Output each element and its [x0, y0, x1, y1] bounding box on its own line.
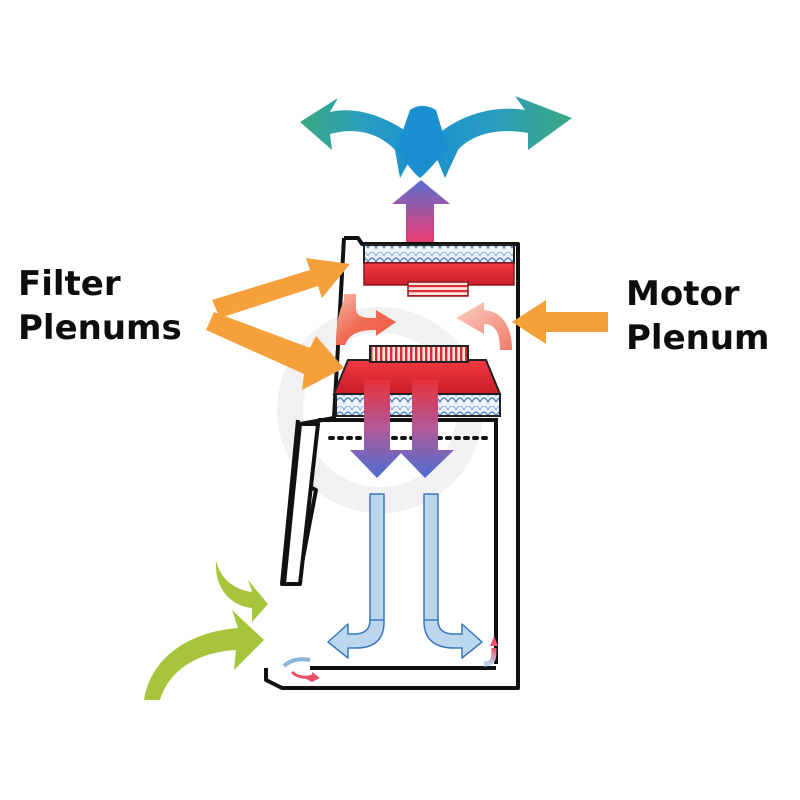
filter-plenums-label-line1: Filter: [18, 264, 121, 304]
filter-plenum-callout-arrows: [206, 258, 350, 390]
downflow-arrows: [350, 380, 454, 478]
motor-plenum-callout-arrow: [512, 300, 608, 344]
exhaust-outflow-arrow: [300, 96, 572, 178]
motor-plenum-label-line1: Motor: [626, 274, 740, 314]
grille-return-arrows: [282, 636, 498, 682]
filter-plenums-label: Filter Plenums: [18, 262, 182, 350]
motor-plenum-label-line2: Plenum: [626, 318, 770, 358]
recirculation-arrows: [336, 294, 512, 350]
filter-plenums-label-line2: Plenums: [18, 308, 182, 348]
blower-motor: [369, 345, 469, 363]
motor-plenum-label: Motor Plenum: [626, 272, 769, 360]
exhaust-damper: [407, 281, 469, 297]
sash: [282, 422, 320, 586]
work-zone-airflow: [327, 493, 483, 659]
exhaust-hepa-filter: [363, 244, 515, 264]
room-air-intake-arrows: [144, 560, 268, 700]
